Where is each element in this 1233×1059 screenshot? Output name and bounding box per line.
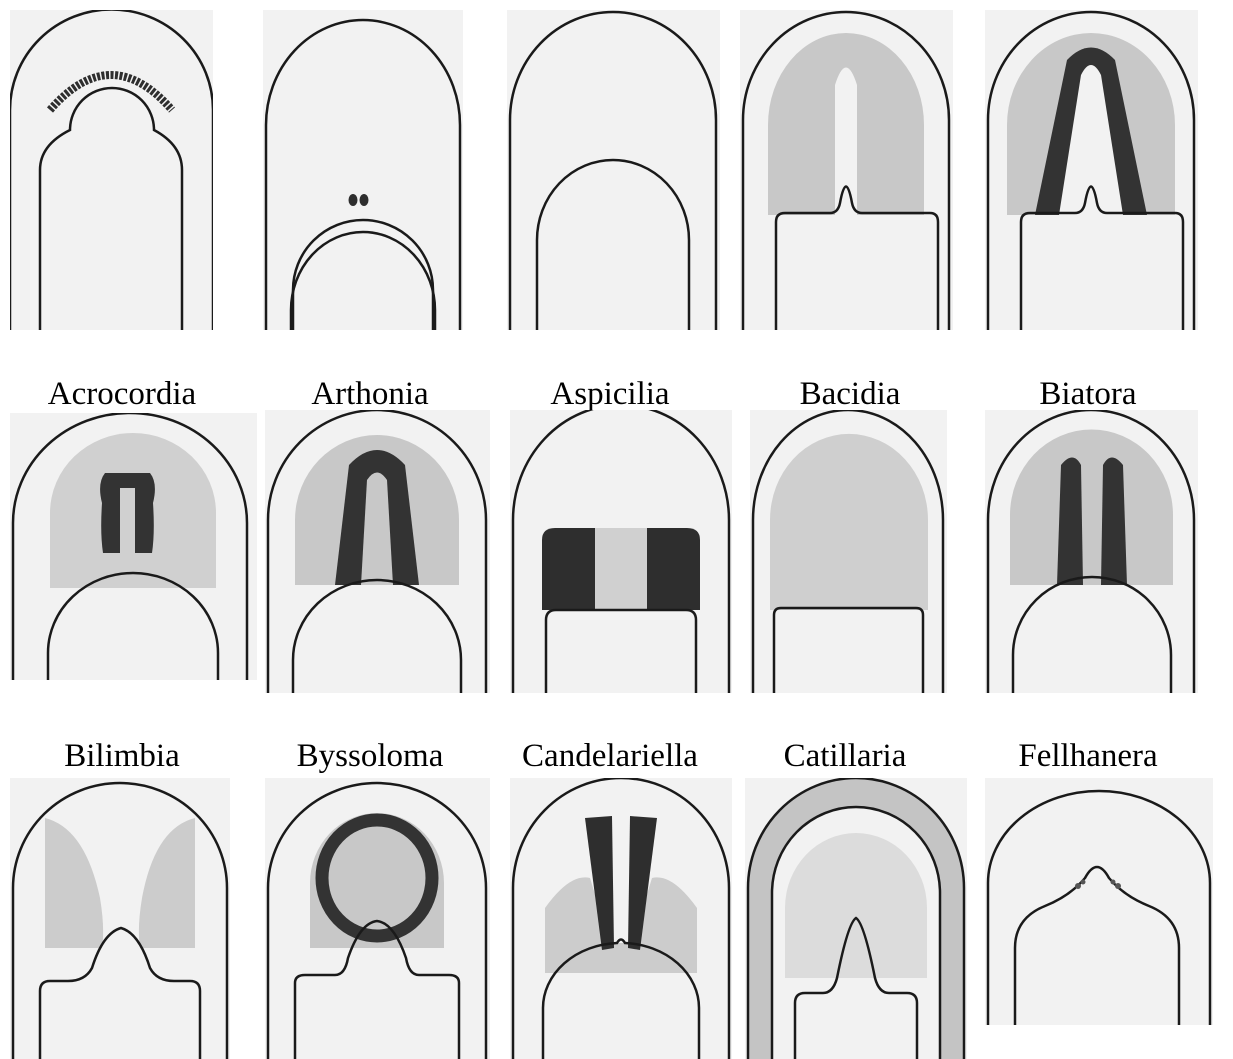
ascus-diagram-acrocordia [10,10,213,330]
ascus-fellhanera-drawing [985,410,1198,693]
genus-label-byssoloma: Byssoloma [265,740,475,773]
genus-label-candelariella: Candelariella [505,740,715,773]
ascus-row3-5-drawing [985,778,1213,1025]
ascus-bilimbia-drawing [10,413,257,680]
ascus-diagram-byssoloma [265,410,490,693]
genus-label-biatora: Biatora [983,378,1193,411]
ascus-diagram-biatora [985,10,1198,330]
ascus-row3-4-drawing [745,778,967,1059]
genus-label-catillaria: Catillaria [740,740,950,773]
ascus-row3-3-drawing [510,778,732,1059]
ascus-arthonia-drawing [263,10,463,330]
genus-label-bilimbia: Bilimbia [17,740,227,773]
genus-label-aspicilia: Aspicilia [505,378,715,411]
ascus-row3-1-drawing [10,778,230,1059]
ascus-diagram-bacidia [740,10,953,330]
ascus-diagram-catillaria [750,410,947,693]
ascus-diagram-row3-1 [10,778,230,1059]
ascus-candelariella-drawing [510,410,732,693]
genus-label-acrocordia: Acrocordia [17,378,227,411]
genus-label-bacidia: Bacidia [745,378,955,411]
ascus-diagram-candelariella [510,410,732,693]
ascus-diagram-row3-2 [265,778,490,1059]
ascus-biatora-drawing [985,10,1198,330]
ascus-diagram-row3-4 [745,778,967,1059]
ascus-diagram-arthonia [263,10,463,330]
ascus-row3-2-drawing [265,778,490,1059]
ascus-acrocordia-drawing [10,10,213,330]
ascus-aspicilia-drawing [507,10,720,330]
ascus-diagram-aspicilia [507,10,720,330]
genus-label-arthonia: Arthonia [265,378,475,411]
ascus-catillaria-drawing [750,410,947,693]
ascus-diagram-row3-3 [510,778,732,1059]
ascus-byssoloma-drawing [265,410,490,693]
genus-label-fellhanera: Fellhanera [983,740,1193,773]
ascus-diagram-row3-5 [985,778,1213,1025]
ascus-diagram-bilimbia [10,413,257,680]
ascus-diagram-fellhanera [985,410,1198,693]
ascus-bacidia-drawing [740,10,953,330]
